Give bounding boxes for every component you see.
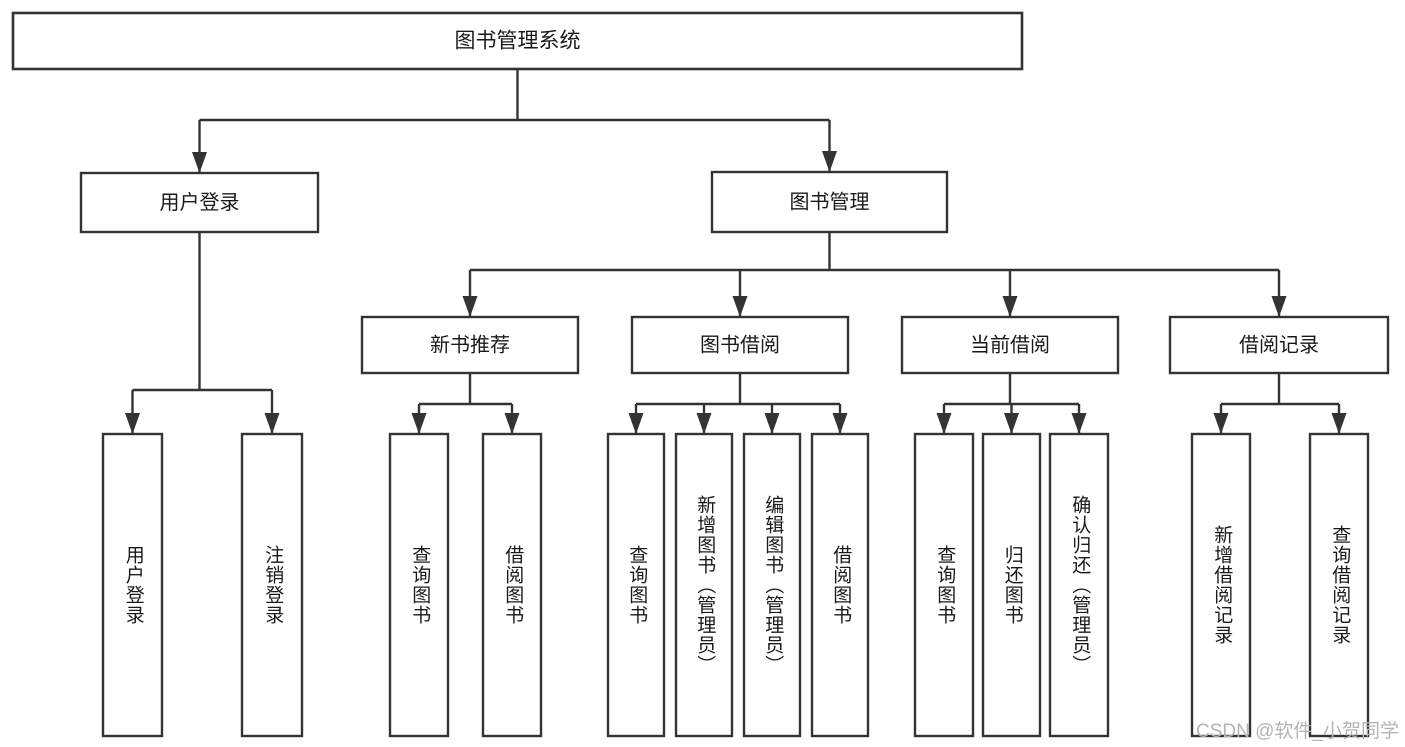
node-leaf-8[interactable] xyxy=(913,432,975,738)
node-l2-2-label: 当前借阅 xyxy=(970,333,1050,356)
node-l2-1-label: 图书借阅 xyxy=(700,333,780,356)
node-leaf-9[interactable] xyxy=(981,432,1042,738)
arrow-head-icon xyxy=(462,296,478,317)
arrow-head-icon xyxy=(1213,413,1229,434)
node-leaf-3-box xyxy=(481,432,543,738)
node-l2-3-box xyxy=(1168,315,1390,375)
arrow-head-icon xyxy=(192,152,207,173)
arrow-head-icon xyxy=(1071,413,1087,434)
node-l1-1-box xyxy=(710,170,949,234)
node-l2-2-box xyxy=(900,315,1120,375)
node-l2-1[interactable]: 图书借阅 xyxy=(630,315,850,375)
node-leaf-2[interactable] xyxy=(388,432,450,738)
node-leaf-3[interactable] xyxy=(481,432,543,738)
arrow-head-icon xyxy=(411,413,427,434)
arrow-head-icon xyxy=(936,413,952,434)
arrow-head-icon xyxy=(264,413,280,434)
node-leaf-0-box xyxy=(101,432,164,738)
node-leaf-7-box xyxy=(810,432,870,738)
arrow-head-icon xyxy=(696,413,712,434)
node-leaf-6[interactable] xyxy=(742,432,802,738)
node-leaf-5-box xyxy=(674,432,734,738)
node-l2-2[interactable]: 当前借阅 xyxy=(900,315,1120,375)
node-leaf-0[interactable] xyxy=(101,432,164,738)
node-leaf-1[interactable] xyxy=(240,432,304,738)
node-l1-0-label: 用户登录 xyxy=(160,191,240,214)
watermark-text: CSDN @软件_小贺同学 xyxy=(1196,721,1399,742)
arrow-head-icon xyxy=(1271,296,1287,317)
node-root-图书管理系统-label: 图书管理系统 xyxy=(455,30,581,53)
node-leaf-1-box xyxy=(240,432,304,738)
node-leaf-7[interactable] xyxy=(810,432,870,738)
node-leaf-10[interactable] xyxy=(1048,432,1110,738)
connector-layer xyxy=(125,69,1347,434)
node-l1-0[interactable]: 用户登录 xyxy=(79,171,320,234)
node-l2-3-label: 借阅记录 xyxy=(1239,333,1319,356)
node-l2-1-box xyxy=(630,315,850,375)
node-leaf-4-box xyxy=(606,432,666,738)
node-leaf-5[interactable] xyxy=(674,432,734,738)
arrow-head-icon xyxy=(764,413,780,434)
arrow-head-icon xyxy=(732,296,748,317)
arrow-head-icon xyxy=(832,413,848,434)
node-l2-0-label: 新书推荐 xyxy=(430,333,510,356)
arrow-head-icon xyxy=(822,151,837,172)
arrow-head-icon xyxy=(504,413,520,434)
arrow-head-icon xyxy=(125,413,140,434)
node-leaf-12-box xyxy=(1308,432,1370,738)
node-l2-3[interactable]: 借阅记录 xyxy=(1168,315,1390,375)
node-leaf-8-box xyxy=(913,432,975,738)
node-root-图书管理系统-box xyxy=(11,11,1024,71)
node-leaf-6-box xyxy=(742,432,802,738)
node-leaf-11-box xyxy=(1190,432,1252,738)
node-l1-1-label: 图书管理 xyxy=(790,190,870,213)
arrow-head-icon xyxy=(1004,413,1019,434)
node-leaf-9-box xyxy=(981,432,1042,738)
node-leaf-10-box xyxy=(1048,432,1110,738)
arrow-head-icon xyxy=(1331,413,1347,434)
node-leaf-4[interactable] xyxy=(606,432,666,738)
node-l2-0-box xyxy=(360,315,580,375)
arrow-head-icon xyxy=(628,413,644,434)
node-l1-0-box xyxy=(79,171,320,234)
node-leaf-2-box xyxy=(388,432,450,738)
node-l1-1[interactable]: 图书管理 xyxy=(710,170,949,234)
node-root-图书管理系统[interactable]: 图书管理系统 xyxy=(11,11,1024,71)
node-l2-0[interactable]: 新书推荐 xyxy=(360,315,580,375)
node-leaf-11[interactable] xyxy=(1190,432,1252,738)
arrow-head-icon xyxy=(1002,296,1018,317)
node-leaf-12[interactable] xyxy=(1308,432,1370,738)
